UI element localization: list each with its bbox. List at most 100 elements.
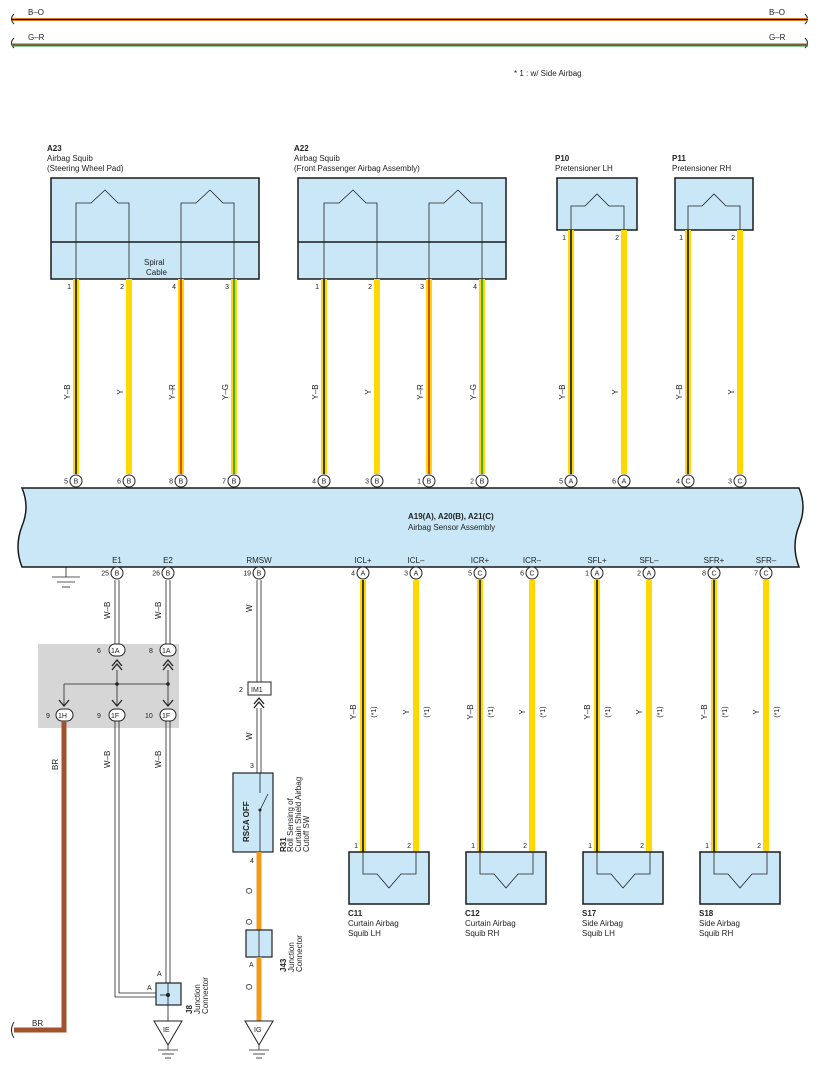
bottom-wire-note-5: (*1) [605,706,612,717]
bottom-wire-label-8: Y [752,709,761,715]
top-wire-label-3: Y–R [168,384,177,400]
switch-face-label: RSCA OFF [242,801,251,842]
svg-text:26: 26 [152,571,160,578]
svg-text:B: B [179,479,184,486]
svg-text:Squib RH: Squib RH [465,929,499,938]
svg-text:SFL+: SFL+ [587,556,607,565]
sensor-connector-icr+: C5 ICR+ [468,556,490,580]
top-wire-label-12: Y [727,389,736,395]
svg-text:C11: C11 [348,909,363,918]
bottom-wire-pin-5: 1 [588,843,592,850]
e2-wire-label: W–B [154,602,163,619]
connector-1f-left: 1F 9 [97,708,126,722]
bottom-wire-note-3: (*1) [488,706,495,717]
bottom-wire-label-5: Y–B [583,704,592,719]
bottom-wire-pin-3: 1 [471,843,475,850]
top-wire-label-11: Y–B [675,384,684,399]
bottom-wire-pin-4: 2 [523,843,527,850]
ground-ig-icon: IG [244,1020,274,1059]
top-bus: B–O B–O G–R G–R [11,8,808,49]
svg-text:P10: P10 [555,154,570,163]
svg-text:B: B [375,479,380,486]
svg-text:J43: J43 [279,958,288,972]
svg-text:6: 6 [117,479,121,486]
svg-text:A23: A23 [47,144,62,153]
top-wire-label-8: Y–G [469,384,478,400]
connector-1f-right: 1F 10 [145,708,177,722]
svg-text:ICR+: ICR+ [471,556,490,565]
svg-text:R31: R31 [279,837,288,852]
svg-text:Cutoff SW: Cutoff SW [302,815,311,852]
svg-text:C: C [477,571,482,578]
bottom-wire-label-3: Y–B [466,704,475,719]
svg-text:B: B [166,571,171,578]
bottom-wire-note-2: (*1) [424,706,431,717]
svg-text:2: 2 [239,687,243,694]
svg-text:Squib LH: Squib LH [348,929,381,938]
svg-text:3: 3 [365,479,369,486]
top-wire-pin-11: 1 [679,235,683,242]
svg-text:S17: S17 [582,909,597,918]
bottom-wire-note-1: (*1) [371,706,378,717]
bottom-wire-label-2: Y [402,709,411,715]
bottom-wire-pin-1: 1 [354,843,358,850]
bottom-wire-note-6: (*1) [657,706,664,717]
svg-text:A: A [622,479,627,486]
svg-text:S18: S18 [699,909,714,918]
side-airbag-note: * 1 : w/ Side Airbag [514,69,582,78]
svg-text:1: 1 [417,479,421,486]
top-wire-pin-9: 1 [562,235,566,242]
svg-text:E2: E2 [163,556,173,565]
top-wire-label-7: Y–R [416,384,425,400]
svg-text:Airbag Squib: Airbag Squib [47,154,93,163]
svg-text:3: 3 [250,763,254,770]
bottom-wire-pin-8: 2 [757,843,761,850]
svg-text:2: 2 [470,479,474,486]
svg-text:E1: E1 [112,556,122,565]
svg-text:B: B [257,571,262,578]
connector-1h: 1H 9 [46,708,74,722]
bus-left-label-1: B–O [28,8,44,17]
svg-text:4: 4 [312,479,316,486]
top-wire-pin-7: 3 [420,284,424,291]
bottom-wires: B25E1B26E2B19RMSWA4ICL+Y–B(*1)1A3ICL–Y(*… [101,556,781,852]
label-p11: P11 Pretensioner RH [672,154,731,173]
svg-text:1: 1 [585,571,589,578]
ground-ie-icon: IE [153,1020,183,1059]
svg-text:8: 8 [702,571,706,578]
svg-text:Squib RH: Squib RH [699,929,733,938]
svg-text:Connector: Connector [295,935,304,972]
svg-text:1A: 1A [111,648,120,655]
svg-text:1H: 1H [58,713,67,720]
svg-text:IM1: IM1 [251,687,263,694]
svg-text:C: C [711,571,716,578]
svg-text:A: A [414,571,419,578]
svg-text:B: B [232,479,237,486]
svg-text:C: C [737,479,742,486]
connector-im1: IM1 2 [239,681,272,696]
top-wire-pin-1: 1 [67,284,71,291]
svg-text:C12: C12 [465,909,480,918]
top-wire-pin-5: 1 [315,284,319,291]
spiral-cable-label-1: Spiral [144,258,165,267]
svg-text:A22: A22 [294,144,309,153]
svg-text:C: C [685,479,690,486]
o-wire-label-2: O [245,919,254,925]
svg-text:B: B [427,479,432,486]
bottom-wire-note-8: (*1) [774,706,781,717]
svg-text:5: 5 [468,571,472,578]
component-p11 [674,177,754,231]
top-wire-pin-3: 4 [172,284,176,291]
svg-text:SFR+: SFR+ [704,556,725,565]
w-b-label-1: W–B [103,751,112,768]
component-a22 [297,177,507,280]
svg-text:1F: 1F [111,713,119,720]
